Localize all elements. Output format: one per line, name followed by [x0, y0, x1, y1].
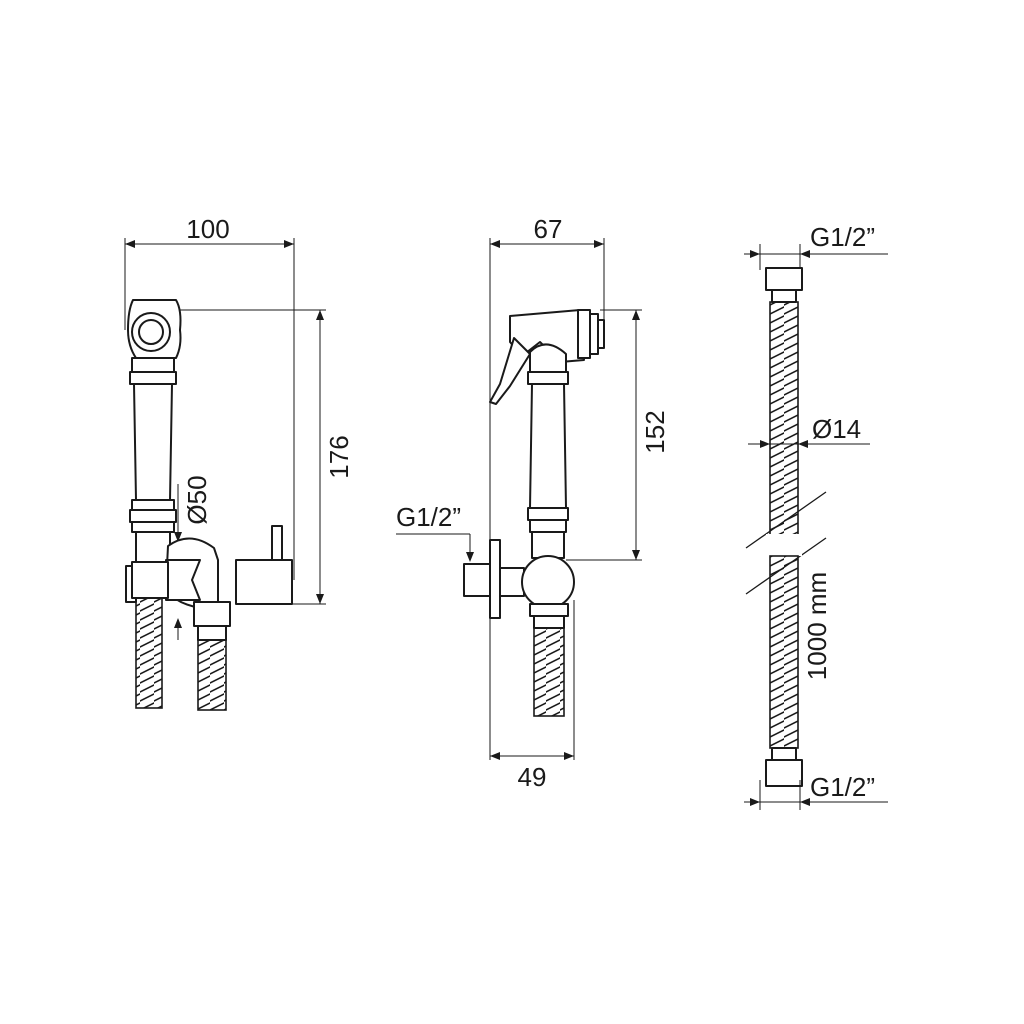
hose-top-thread-label: G1/2”: [810, 222, 875, 252]
front-diameter-dimension: Ø50: [174, 475, 212, 640]
front-width-dimension: 100: [124, 214, 295, 580]
side-view: 67 152 G1/2” 49: [396, 214, 670, 792]
hose-lower-coil: [769, 555, 799, 749]
hose-top-thread-dimension: G1/2”: [744, 222, 888, 270]
front-left-hose: [135, 597, 163, 709]
hose-upper-coil: [769, 301, 799, 539]
side-top-width-dimension: 67: [489, 214, 605, 760]
handheld-sprayer: [127, 299, 182, 563]
front-width-label: 100: [186, 214, 229, 244]
wall-holder: [125, 525, 293, 609]
side-top-width-label: 67: [534, 214, 563, 244]
side-thread-label: G1/2”: [396, 502, 461, 532]
side-bottom-width-label: 49: [518, 762, 547, 792]
front-diameter-label: Ø50: [182, 475, 212, 524]
side-thread-dimension: G1/2”: [396, 502, 474, 562]
front-height-dimension: 176: [160, 309, 354, 605]
side-hose: [533, 627, 565, 717]
hose-bottom-fitting: [765, 747, 803, 787]
side-height-label: 152: [640, 410, 670, 453]
hose-top-fitting: [765, 267, 803, 303]
side-sprayer: [489, 309, 605, 559]
side-height-dimension: 152: [566, 309, 670, 561]
hose-bottom-thread-label: G1/2”: [810, 772, 875, 802]
front-right-hose: [197, 639, 227, 711]
front-height-label: 176: [324, 435, 354, 478]
front-view: 100 176 Ø50: [124, 214, 354, 711]
hose-bottom-thread-dimension: G1/2”: [744, 772, 888, 810]
side-bottom-width-dimension: 49: [490, 600, 575, 792]
side-wall-valve: [463, 539, 575, 629]
hose-diameter-label: Ø14: [812, 414, 861, 444]
hose-length-label: 1000 mm: [802, 572, 832, 680]
hose-diameter-dimension: Ø14: [748, 414, 870, 448]
hose-view: G1/2” Ø14 1000 mm: [744, 222, 888, 810]
